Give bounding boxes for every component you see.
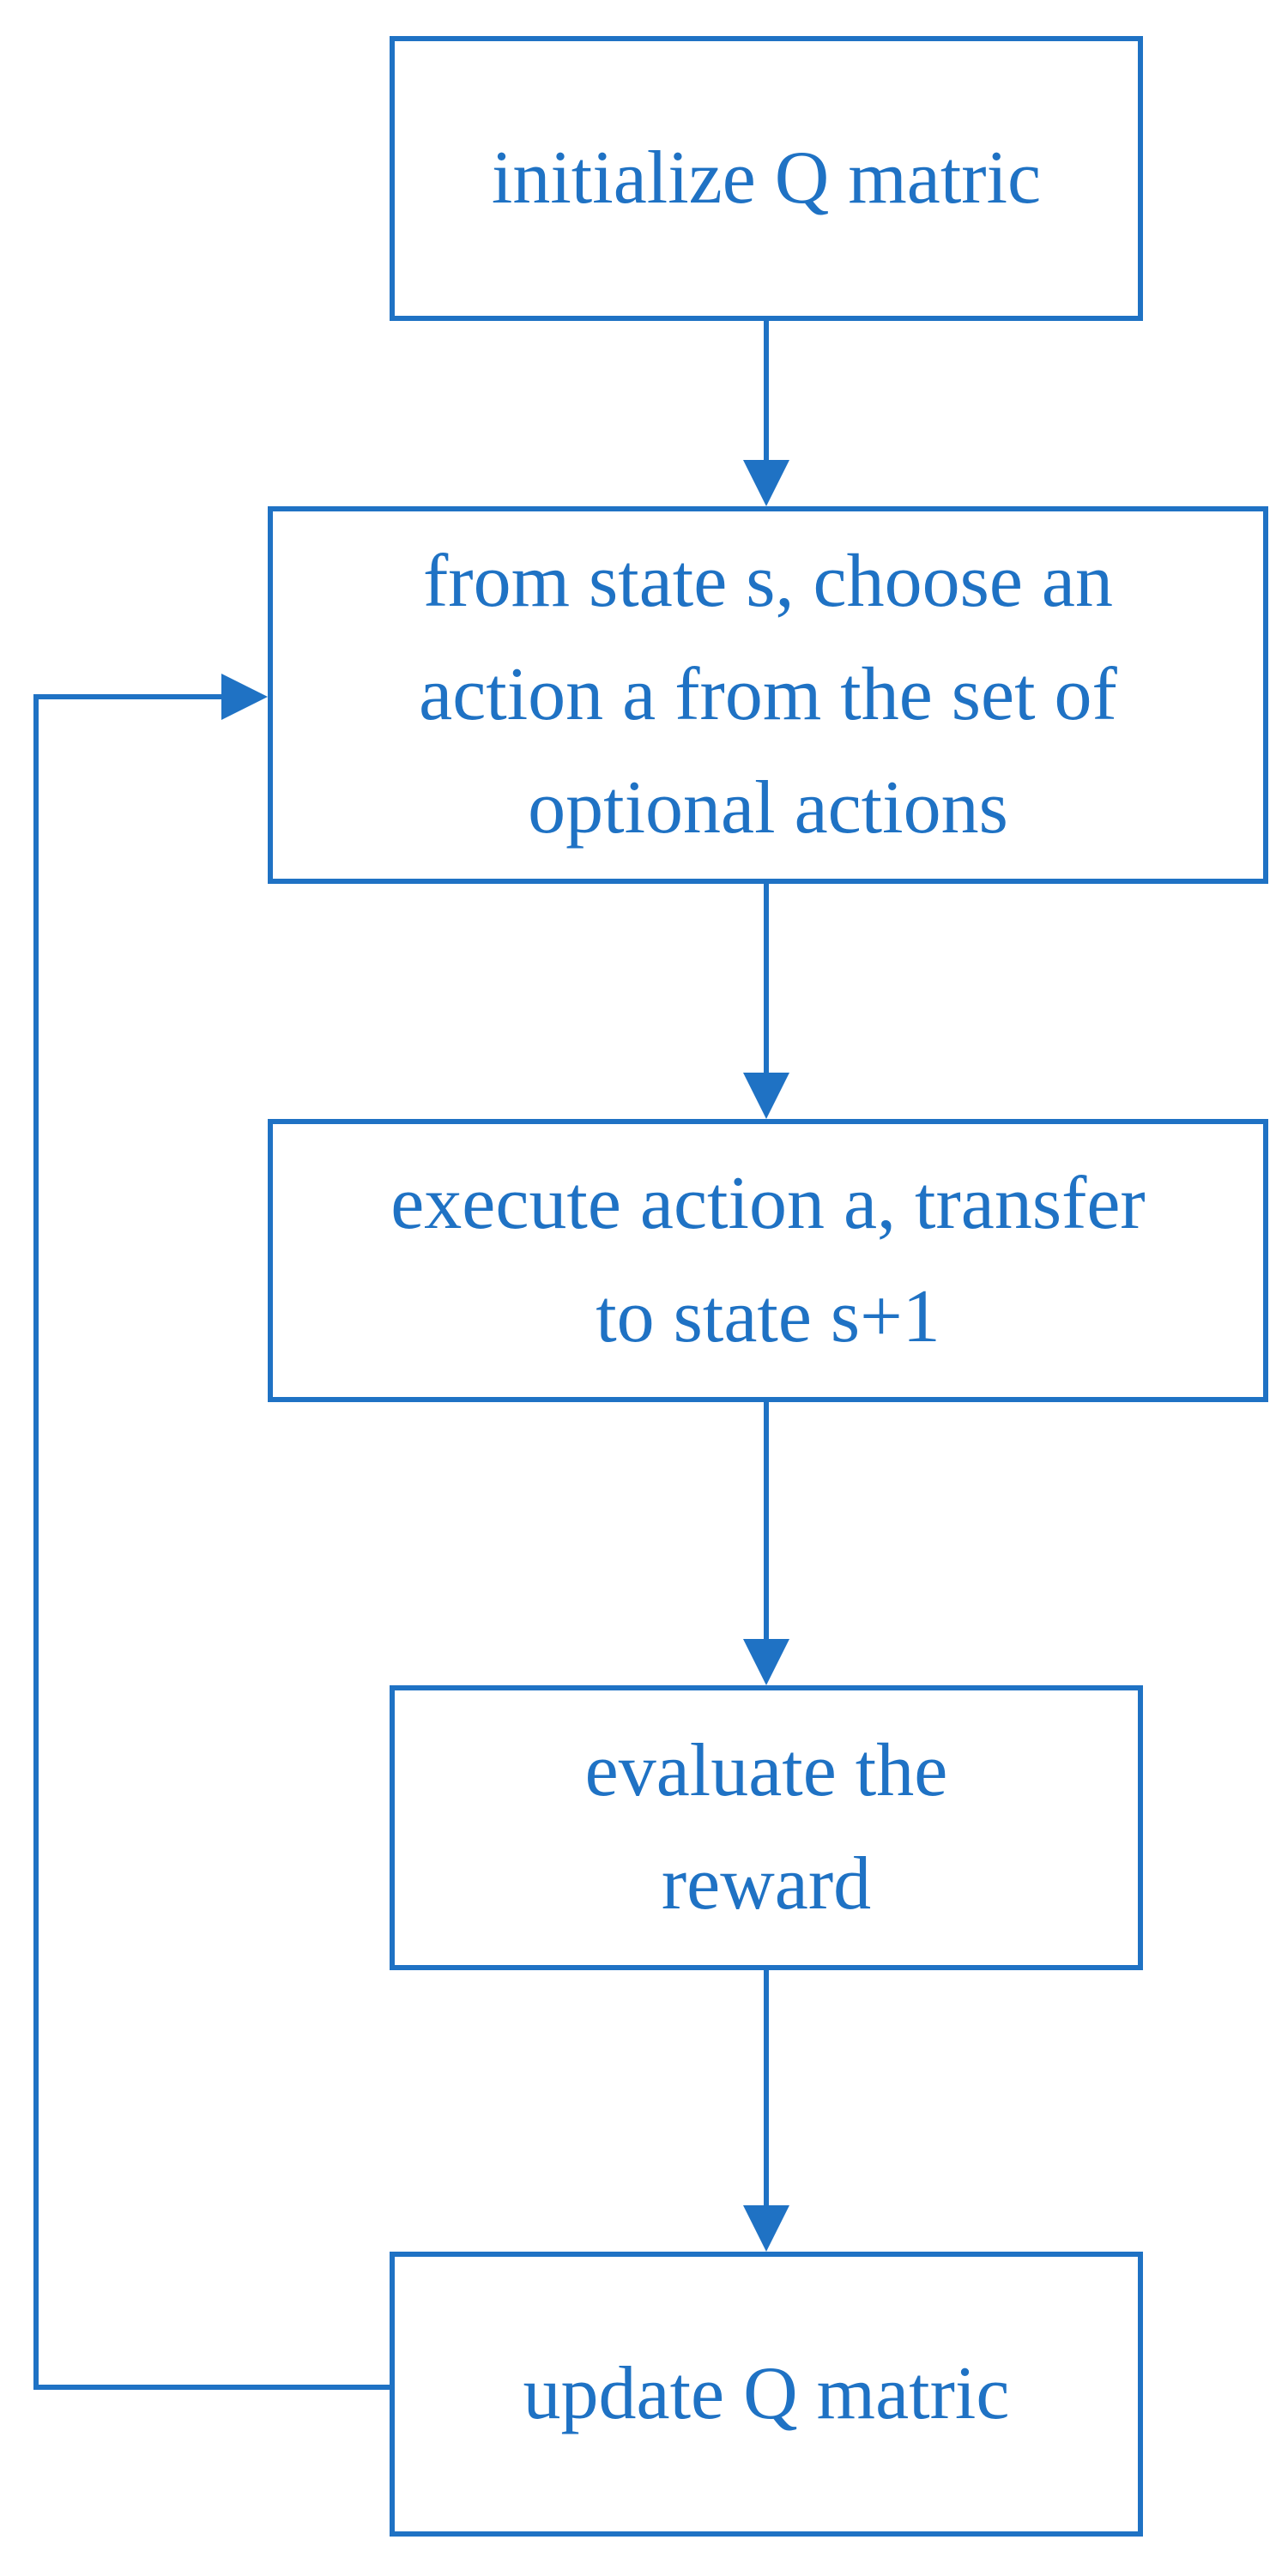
node-label: evaluate the reward <box>584 1729 948 1926</box>
node-label: from state s, choose an action a from th… <box>419 540 1117 850</box>
arrowhead-into-execute <box>743 1073 789 1119</box>
node-initialize-q-matric: initialize Q matric <box>390 36 1143 321</box>
arrowhead-into-evaluate <box>743 1639 789 1685</box>
node-choose-action: from state s, choose an action a from th… <box>268 506 1268 884</box>
arrowhead-loop-into-choose <box>221 674 268 720</box>
edge-update-loop-back-to-choose <box>33 694 392 2390</box>
node-update-q-matric: update Q matric <box>390 2252 1143 2537</box>
arrowhead-into-choose <box>743 460 789 506</box>
node-evaluate-reward: evaluate the reward <box>390 1685 1143 1970</box>
node-execute-action: execute action a, transfer to state s+1 <box>268 1119 1268 1402</box>
arrowhead-into-update <box>743 2205 789 2252</box>
node-label: initialize Q matric <box>491 136 1042 220</box>
node-label: execute action a, transfer to state s+1 <box>390 1162 1146 1358</box>
node-label: update Q matric <box>523 2352 1010 2435</box>
